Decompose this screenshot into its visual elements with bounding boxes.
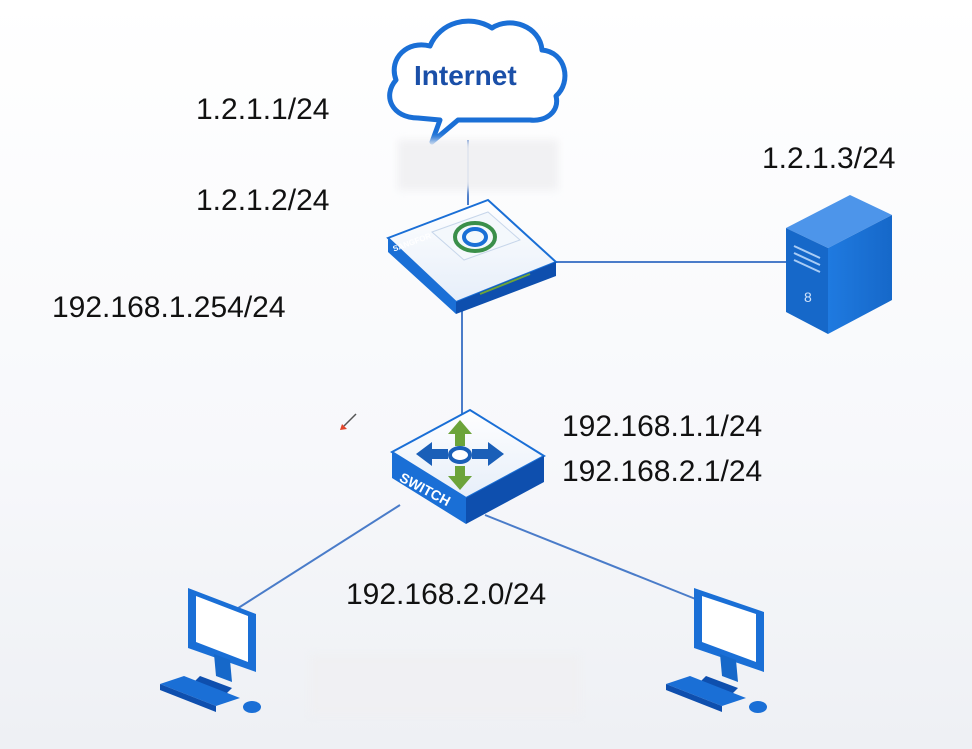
desktop-pc-icon: [160, 588, 261, 713]
firewall-wan-ip-label: 1.2.1.2/24: [196, 184, 330, 217]
watermark-redaction: [398, 140, 558, 190]
desktop-pc-icon: [666, 588, 767, 713]
server-ip-label: 1.2.1.3/24: [762, 142, 896, 175]
svg-text:8: 8: [804, 289, 812, 305]
switch-ip-label-2: 192.168.2.1/24: [562, 455, 763, 488]
pen-cursor-icon: [340, 413, 357, 430]
firewall-icon: [386, 198, 558, 314]
link-switch-pc-right: [484, 514, 699, 601]
firewall-lan-ip-label: 192.168.1.254/24: [52, 291, 286, 324]
switch-ip-label-1: 192.168.1.1/24: [562, 410, 763, 443]
cloud-icon: [387, 18, 568, 145]
watermark-redaction: [310, 655, 580, 715]
pc-subnet-label: 192.168.2.0/24: [346, 578, 547, 611]
connection-lines: [231, 140, 790, 613]
server-icon: 8: [786, 195, 892, 334]
internet-label: Internet: [414, 60, 517, 91]
switch-icon: [390, 408, 546, 524]
link-switch-pc-left: [231, 504, 401, 613]
internet-ip-label: 1.2.1.1/24: [196, 93, 330, 126]
